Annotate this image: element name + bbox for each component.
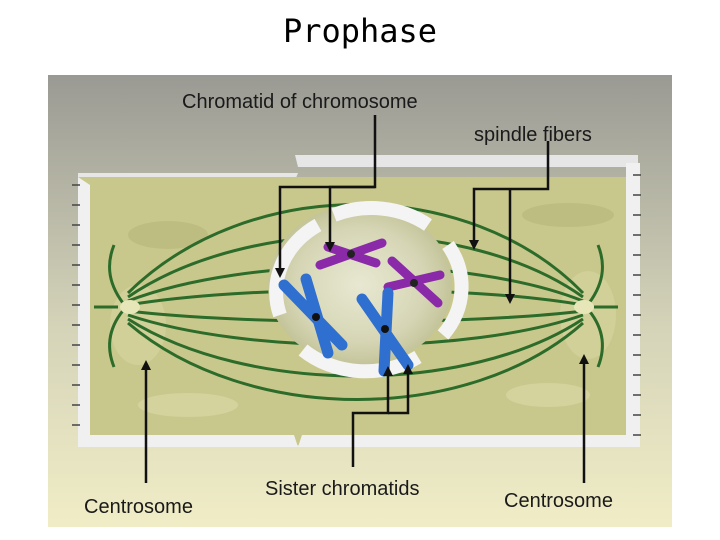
label-centrosome-right: Centrosome	[504, 490, 613, 512]
label-sister-chromatids: Sister chromatids	[265, 478, 420, 500]
label-spindle-fibers: spindle fibers	[474, 124, 592, 146]
label-centrosome-left: Centrosome	[84, 496, 193, 518]
centrosome-left-mark	[120, 300, 140, 314]
slide-title: Prophase	[0, 12, 720, 50]
centrosome-right-mark	[574, 300, 594, 314]
prophase-diagram: Chromatid of chromosome spindle fibers C…	[48, 75, 672, 527]
label-chromatid: Chromatid of chromosome	[182, 91, 418, 113]
